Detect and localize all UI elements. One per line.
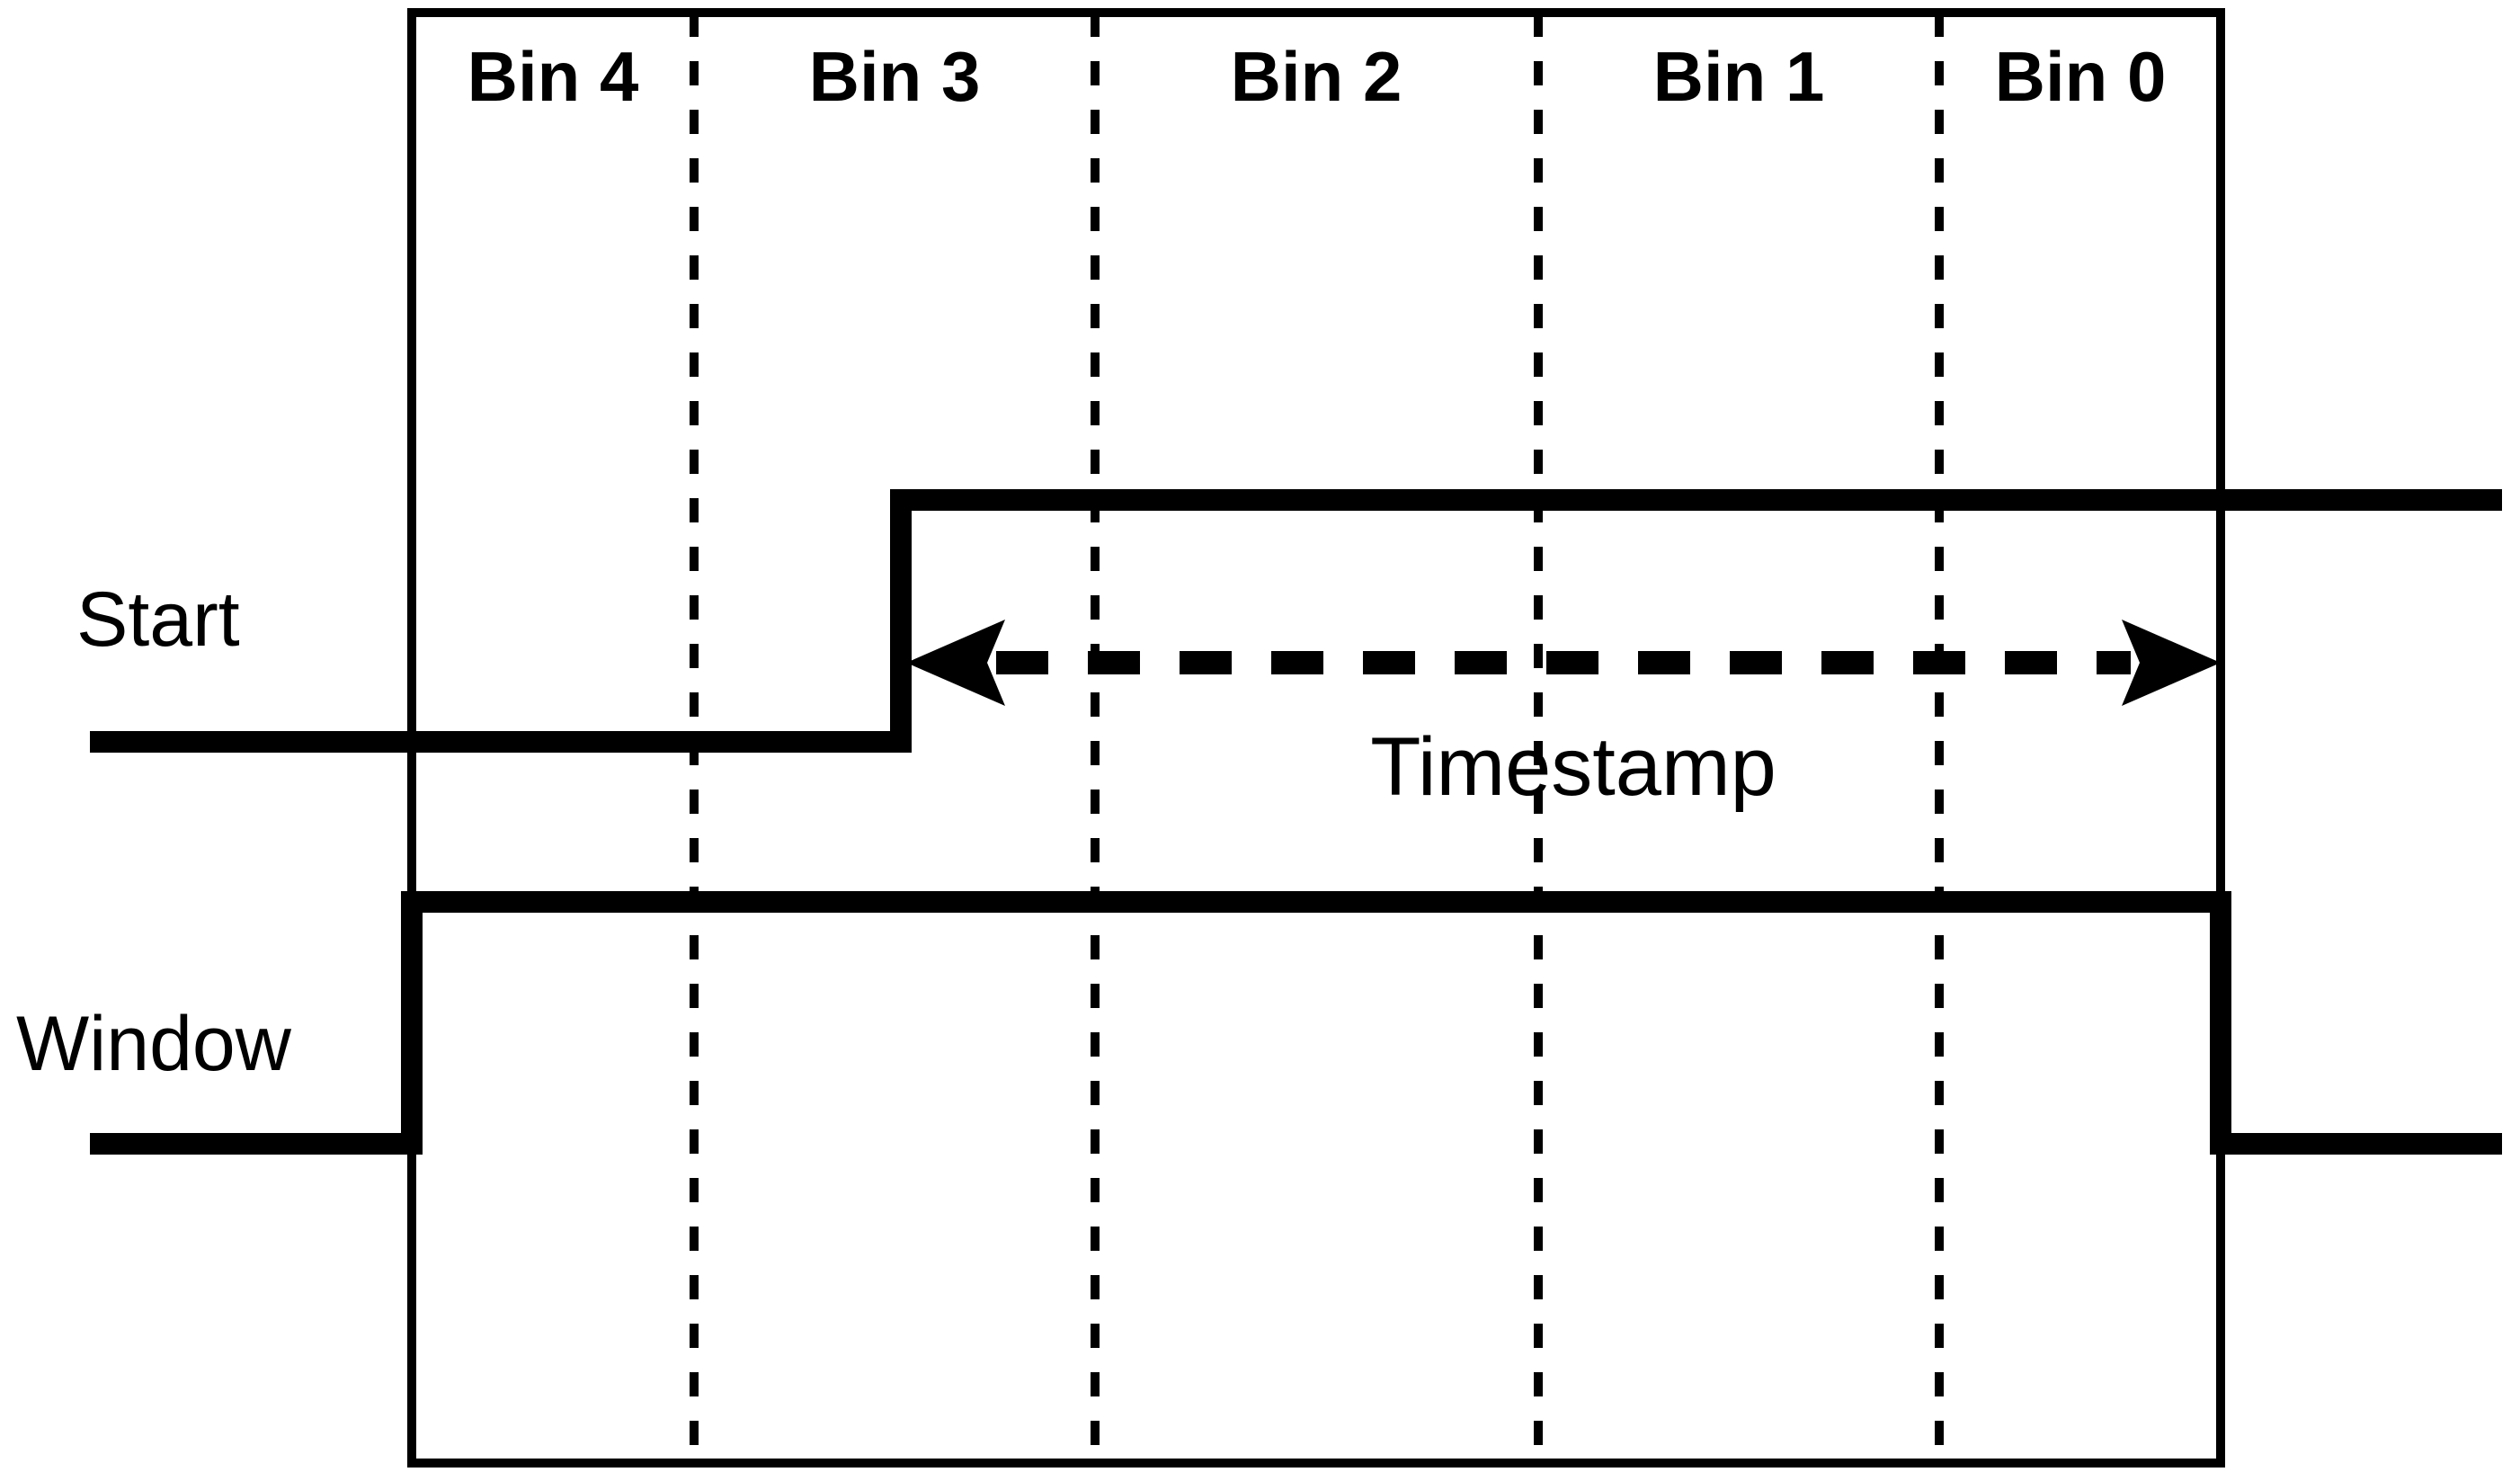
start-signal-waveform [90,489,2502,753]
timestamp-annotation-label: Timestamp [1370,721,1776,813]
bin-label-4: Bin 4 [467,37,639,116]
start-signal-label: Start [76,576,240,663]
bin-label-2: Bin 2 [1231,37,1402,116]
timestamp-span-arrow [906,620,2221,706]
bin-label-group: Bin 4 Bin 3 Bin 2 Bin 1 Bin 0 [467,37,2167,116]
timestamp-arrowhead-right [2122,620,2221,706]
start-signal-trace [90,489,2502,753]
window-signal-trace [90,891,2502,1155]
window-signal-label: Window [16,1001,292,1087]
timestamp-arrowhead-left [906,620,1005,706]
bin-label-0: Bin 0 [1995,37,2167,116]
window-signal-waveform [90,891,2502,1155]
bin-label-1: Bin 1 [1653,37,1825,116]
bin-label-3: Bin 3 [809,37,981,116]
